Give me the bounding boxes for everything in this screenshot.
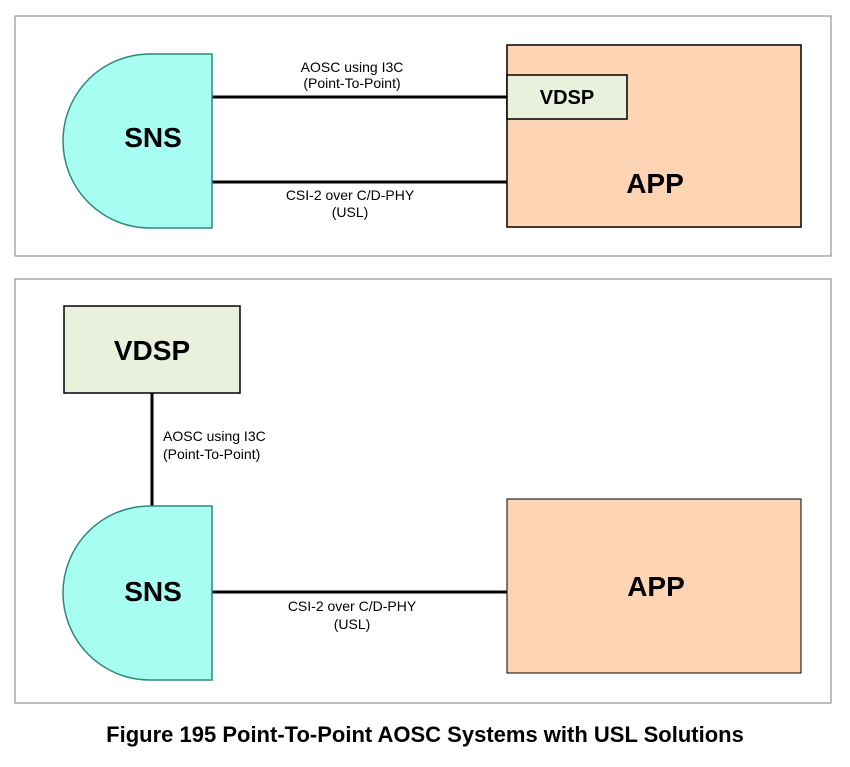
bottom-sns-block (62, 505, 213, 681)
bottom-csi2-label-line2: (USL) (334, 616, 371, 632)
top-aosc-label-line1: AOSC using I3C (301, 59, 404, 75)
bottom-aosc-label-line2: (Point-To-Point) (163, 446, 260, 462)
bottom-sns-label: SNS (124, 576, 182, 607)
bottom-aosc-label-line1: AOSC using I3C (163, 428, 266, 444)
top-csi2-label-line2: (USL) (332, 204, 369, 220)
top-vdsp-label: VDSP (540, 87, 594, 109)
bottom-csi2-label-line1: CSI-2 over C/D-PHY (288, 598, 417, 614)
top-aosc-label-line2: (Point-To-Point) (303, 75, 400, 91)
top-sns-label: SNS (124, 122, 182, 153)
top-csi2-label-line1: CSI-2 over C/D-PHY (286, 187, 415, 203)
bottom-vdsp-label: VDSP (114, 335, 190, 366)
bottom-app-label: APP (627, 571, 685, 602)
top-panel-frame (14, 15, 832, 257)
top-vdsp-block (506, 74, 628, 120)
bottom-app-block (506, 498, 802, 674)
bottom-panel-frame (14, 278, 832, 704)
top-app-block (506, 44, 802, 228)
figure-caption: Figure 195 Point-To-Point AOSC Systems w… (106, 722, 744, 747)
top-app-label: APP (626, 168, 684, 199)
top-sns-block (62, 53, 213, 229)
bottom-vdsp-block (63, 305, 241, 394)
